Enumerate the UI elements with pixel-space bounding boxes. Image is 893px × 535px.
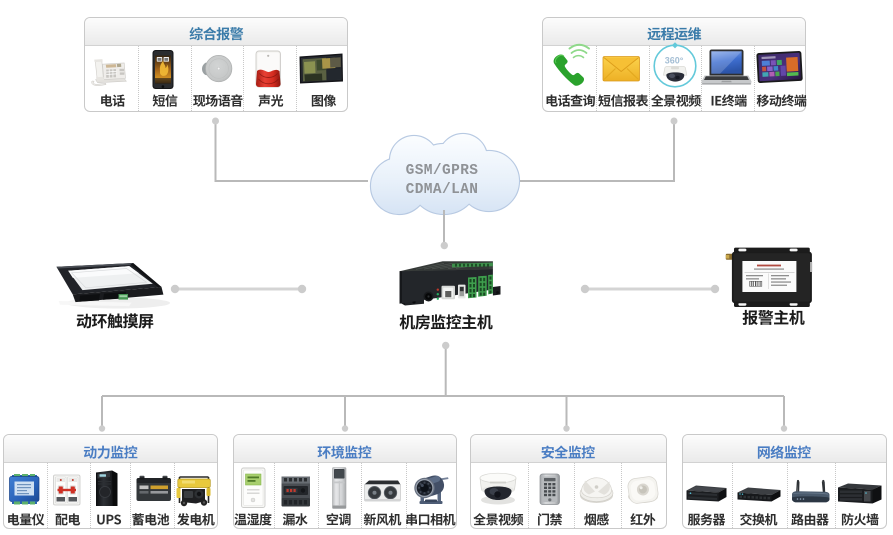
- svg-text:360°: 360°: [665, 56, 684, 66]
- svg-text:CDMA/LAN: CDMA/LAN: [406, 182, 479, 198]
- svg-text:GSM/GPRS: GSM/GPRS: [406, 163, 479, 179]
